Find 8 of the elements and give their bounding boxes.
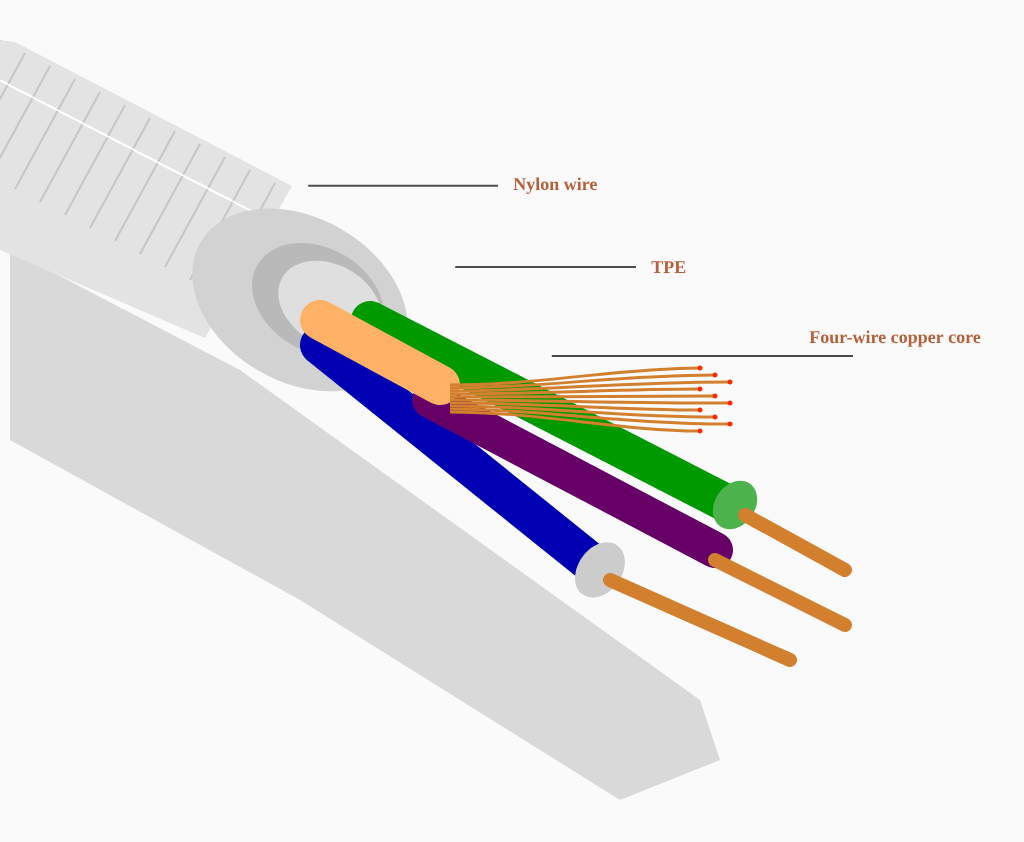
callout-label: Nylon wire [513,177,597,194]
callout-label: Four-wire copper core [809,330,981,347]
leader-line [454,266,637,269]
callout-label: TPE [651,261,686,273]
copper-strands [450,365,733,434]
insulation-ring [192,208,408,392]
leader-line [307,184,499,187]
leader-line [550,355,854,358]
